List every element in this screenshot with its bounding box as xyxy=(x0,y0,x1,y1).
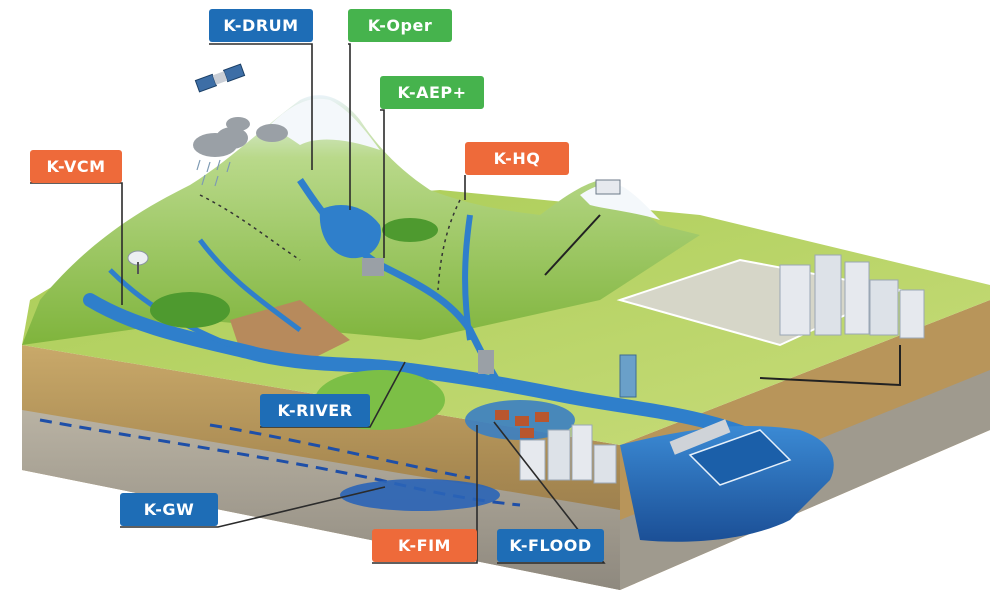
leader-k-gw xyxy=(120,486,386,528)
k-gw-tag: K-GW xyxy=(120,493,218,526)
dam-icon xyxy=(362,258,384,276)
building-icon xyxy=(814,254,842,336)
building-icon xyxy=(779,264,811,336)
city-buildings xyxy=(519,254,925,484)
tower-icon xyxy=(619,354,637,398)
k-fim-tag: K-FIM xyxy=(372,529,477,562)
k-aep-tag: K-AEP+ xyxy=(380,76,484,109)
solar-panel-icon xyxy=(688,429,792,486)
leader-k-aep xyxy=(380,109,385,258)
k-hq-tag: K-HQ xyxy=(465,142,569,175)
cloud-icon xyxy=(193,117,288,157)
building-icon xyxy=(593,444,617,484)
tributary-2 xyxy=(462,214,473,341)
upper-reservoir xyxy=(319,205,381,259)
network-line-2 xyxy=(759,345,901,387)
dam-icon xyxy=(478,350,494,374)
building-icon xyxy=(844,261,870,335)
main-river xyxy=(83,293,807,467)
watershed-boundary-2 xyxy=(437,199,461,291)
building-icon xyxy=(571,424,593,481)
k-drum-tag: K-DRUM xyxy=(209,9,313,42)
building-icon xyxy=(547,429,571,481)
house-icon xyxy=(515,416,529,426)
forest-patch xyxy=(150,292,230,328)
tide-gate-icon xyxy=(669,419,731,455)
tributary-3 xyxy=(198,238,302,333)
satellite-icon xyxy=(194,63,246,93)
house-icon xyxy=(520,428,534,438)
building-icon xyxy=(869,279,899,336)
leader-k-drum xyxy=(209,43,313,170)
house-icon xyxy=(535,412,549,422)
forest-patch-2 xyxy=(382,218,438,242)
rain-icon xyxy=(196,159,231,187)
snow-cap xyxy=(270,98,380,150)
leader-k-river xyxy=(260,361,406,428)
k-flood-tag: K-FLOOD xyxy=(497,529,604,562)
leader-k-oper xyxy=(348,43,351,210)
antenna-icon xyxy=(127,250,149,274)
building-icon xyxy=(899,289,925,339)
callout-leader-lines xyxy=(30,43,606,564)
k-vcm-tag: K-VCM xyxy=(30,150,122,183)
house-icon xyxy=(495,410,509,420)
groundwater-flow-line-2 xyxy=(209,423,471,480)
leader-k-flood xyxy=(493,421,606,564)
k-oper-tag: K-Oper xyxy=(348,9,452,42)
watershed-boundary xyxy=(199,194,301,261)
aquifer xyxy=(340,479,500,511)
network-line xyxy=(544,214,601,276)
hq-building-icon xyxy=(595,179,621,195)
k-river-tag: K-RIVER xyxy=(260,394,370,427)
sky-elements xyxy=(127,63,288,274)
leader-k-vcm xyxy=(30,182,123,305)
flooded-houses xyxy=(495,410,549,438)
leader-k-fim xyxy=(372,425,478,564)
